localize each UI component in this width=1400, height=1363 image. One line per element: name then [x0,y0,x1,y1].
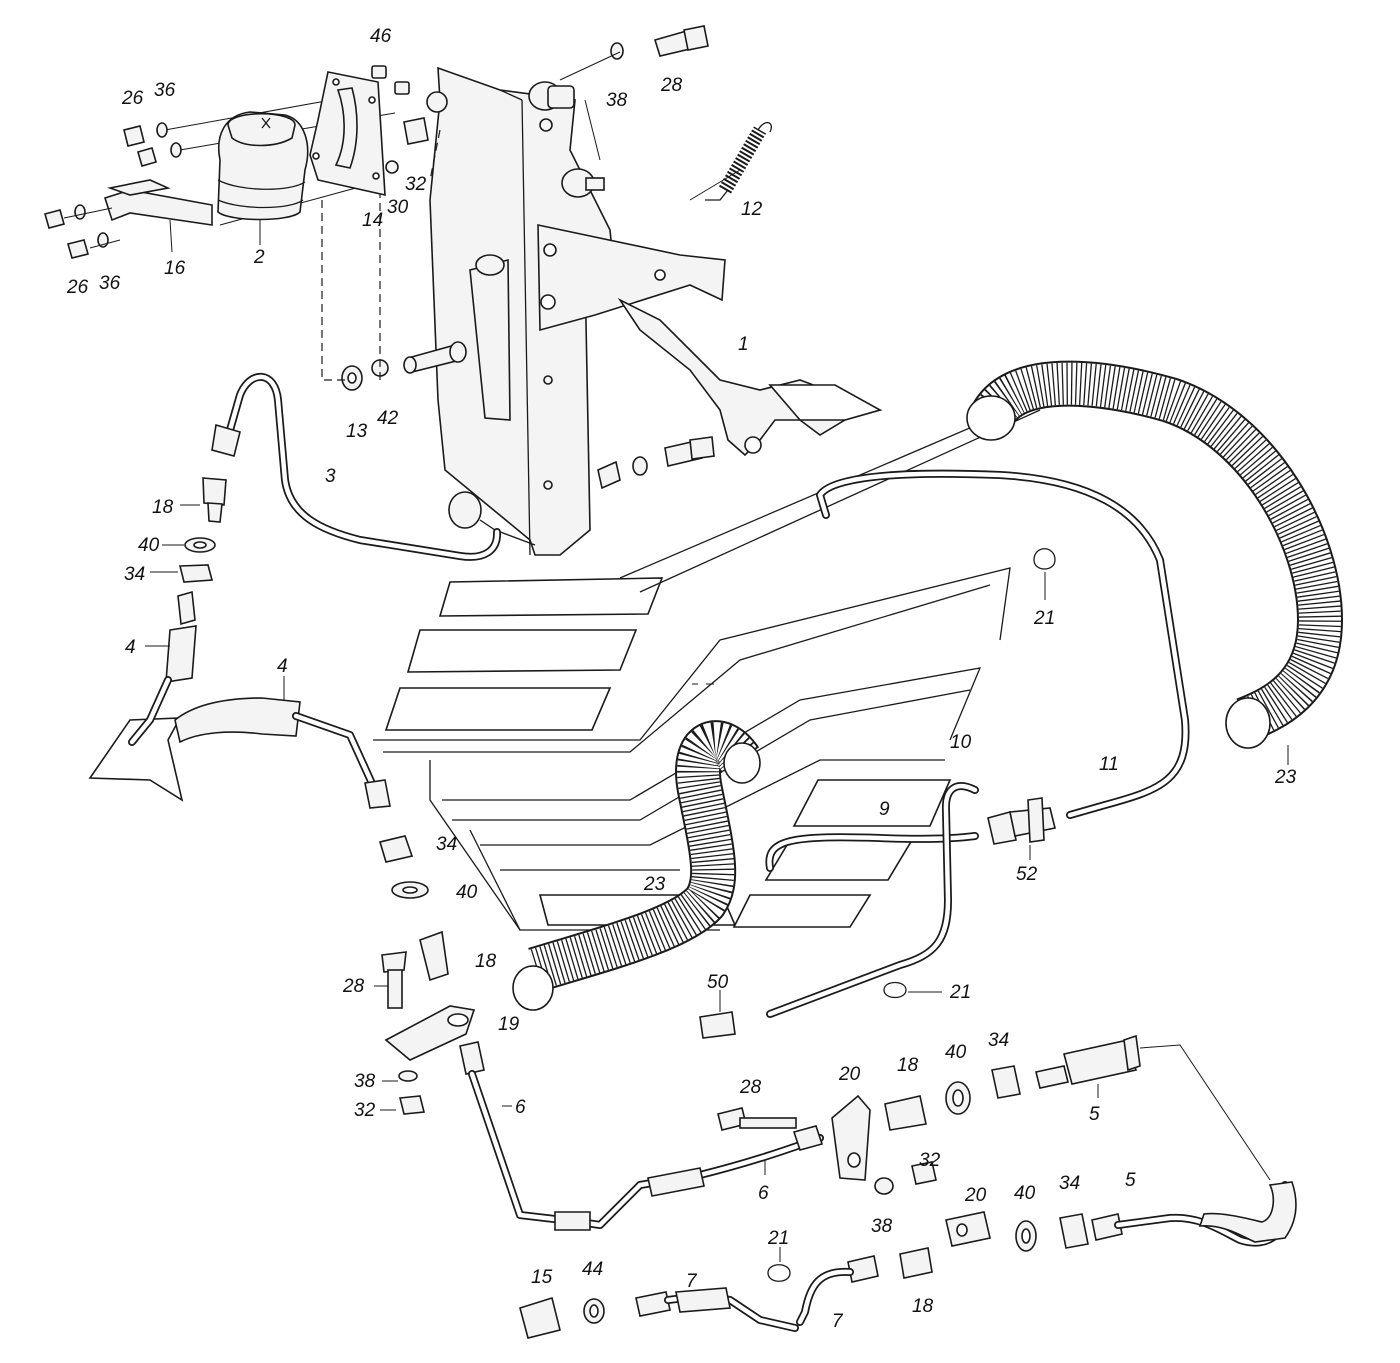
callout-5b: 5 [1125,1170,1136,1191]
callout-34: 34 [124,564,145,585]
callout-14: 14 [362,210,383,231]
callout-4: 4 [125,637,136,658]
callout-23b: 23 [643,874,666,895]
callout-36b: 36 [99,273,121,294]
left-fittings-and-hose-4 [128,477,476,1115]
callout-18b: 18 [475,951,497,972]
callout-34b: 34 [436,834,457,855]
callout-28c: 28 [739,1077,762,1098]
callout-21c: 21 [767,1228,789,1249]
corrugated-hose-23-upper [966,360,1343,765]
callout-40d: 40 [1014,1183,1036,1204]
callout-labels: 46 28 38 26 36 32 30 14 12 2 16 26 36 1 … [66,26,1297,1332]
callout-18c: 18 [897,1055,919,1076]
callout-40c: 40 [945,1042,967,1063]
callout-34d: 34 [1059,1173,1080,1194]
callout-40: 40 [138,535,160,556]
callout-11: 11 [1099,754,1119,775]
callout-38b: 38 [354,1071,376,1092]
callout-1: 1 [738,334,749,355]
corrugated-hose-23-lower [512,720,761,1011]
callout-2: 2 [253,247,265,268]
callout-28b: 28 [342,976,365,997]
callout-7: 7 [686,1271,698,1292]
callout-12: 12 [741,199,763,220]
callout-32b: 32 [354,1100,376,1121]
callout-38: 38 [606,90,628,111]
callout-50: 50 [707,972,729,993]
callout-18d: 18 [912,1296,934,1317]
callout-16: 16 [164,258,186,279]
callout-44: 44 [582,1259,603,1280]
callout-21b: 21 [949,982,971,1003]
callout-9: 9 [879,799,890,820]
callout-34c: 34 [988,1030,1009,1051]
callout-32: 32 [405,174,427,195]
callout-26b: 26 [66,277,89,298]
callout-36: 36 [154,80,176,101]
callout-4b: 4 [277,656,288,677]
tubes-9-10-11 [699,469,1190,1282]
callout-52: 52 [1016,864,1038,885]
callout-28: 28 [660,75,683,96]
callout-46: 46 [370,26,392,47]
callout-23: 23 [1274,767,1297,788]
callout-6: 6 [515,1097,526,1118]
callout-20: 20 [838,1064,861,1085]
callout-42: 42 [377,408,399,429]
callout-3: 3 [325,466,336,487]
callout-5: 5 [1089,1104,1100,1125]
reservoir-assembly [44,65,429,259]
callout-40b: 40 [456,882,478,903]
callout-10: 10 [950,732,972,753]
callout-26: 26 [121,88,144,109]
pipe-3 [211,372,501,561]
callout-19: 19 [498,1014,520,1035]
callout-18: 18 [152,497,174,518]
lower-pipes-and-fittings [459,1034,1297,1339]
pedal-bracket-assembly [164,25,883,556]
callout-13: 13 [346,421,368,442]
callout-15: 15 [531,1267,553,1288]
callout-32c: 32 [919,1150,941,1171]
callout-21: 21 [1033,608,1055,629]
callout-30: 30 [387,197,409,218]
callout-20b: 20 [964,1185,987,1206]
callout-38c: 38 [871,1216,893,1237]
callout-7b: 7 [832,1311,844,1332]
callout-6b: 6 [758,1183,769,1204]
